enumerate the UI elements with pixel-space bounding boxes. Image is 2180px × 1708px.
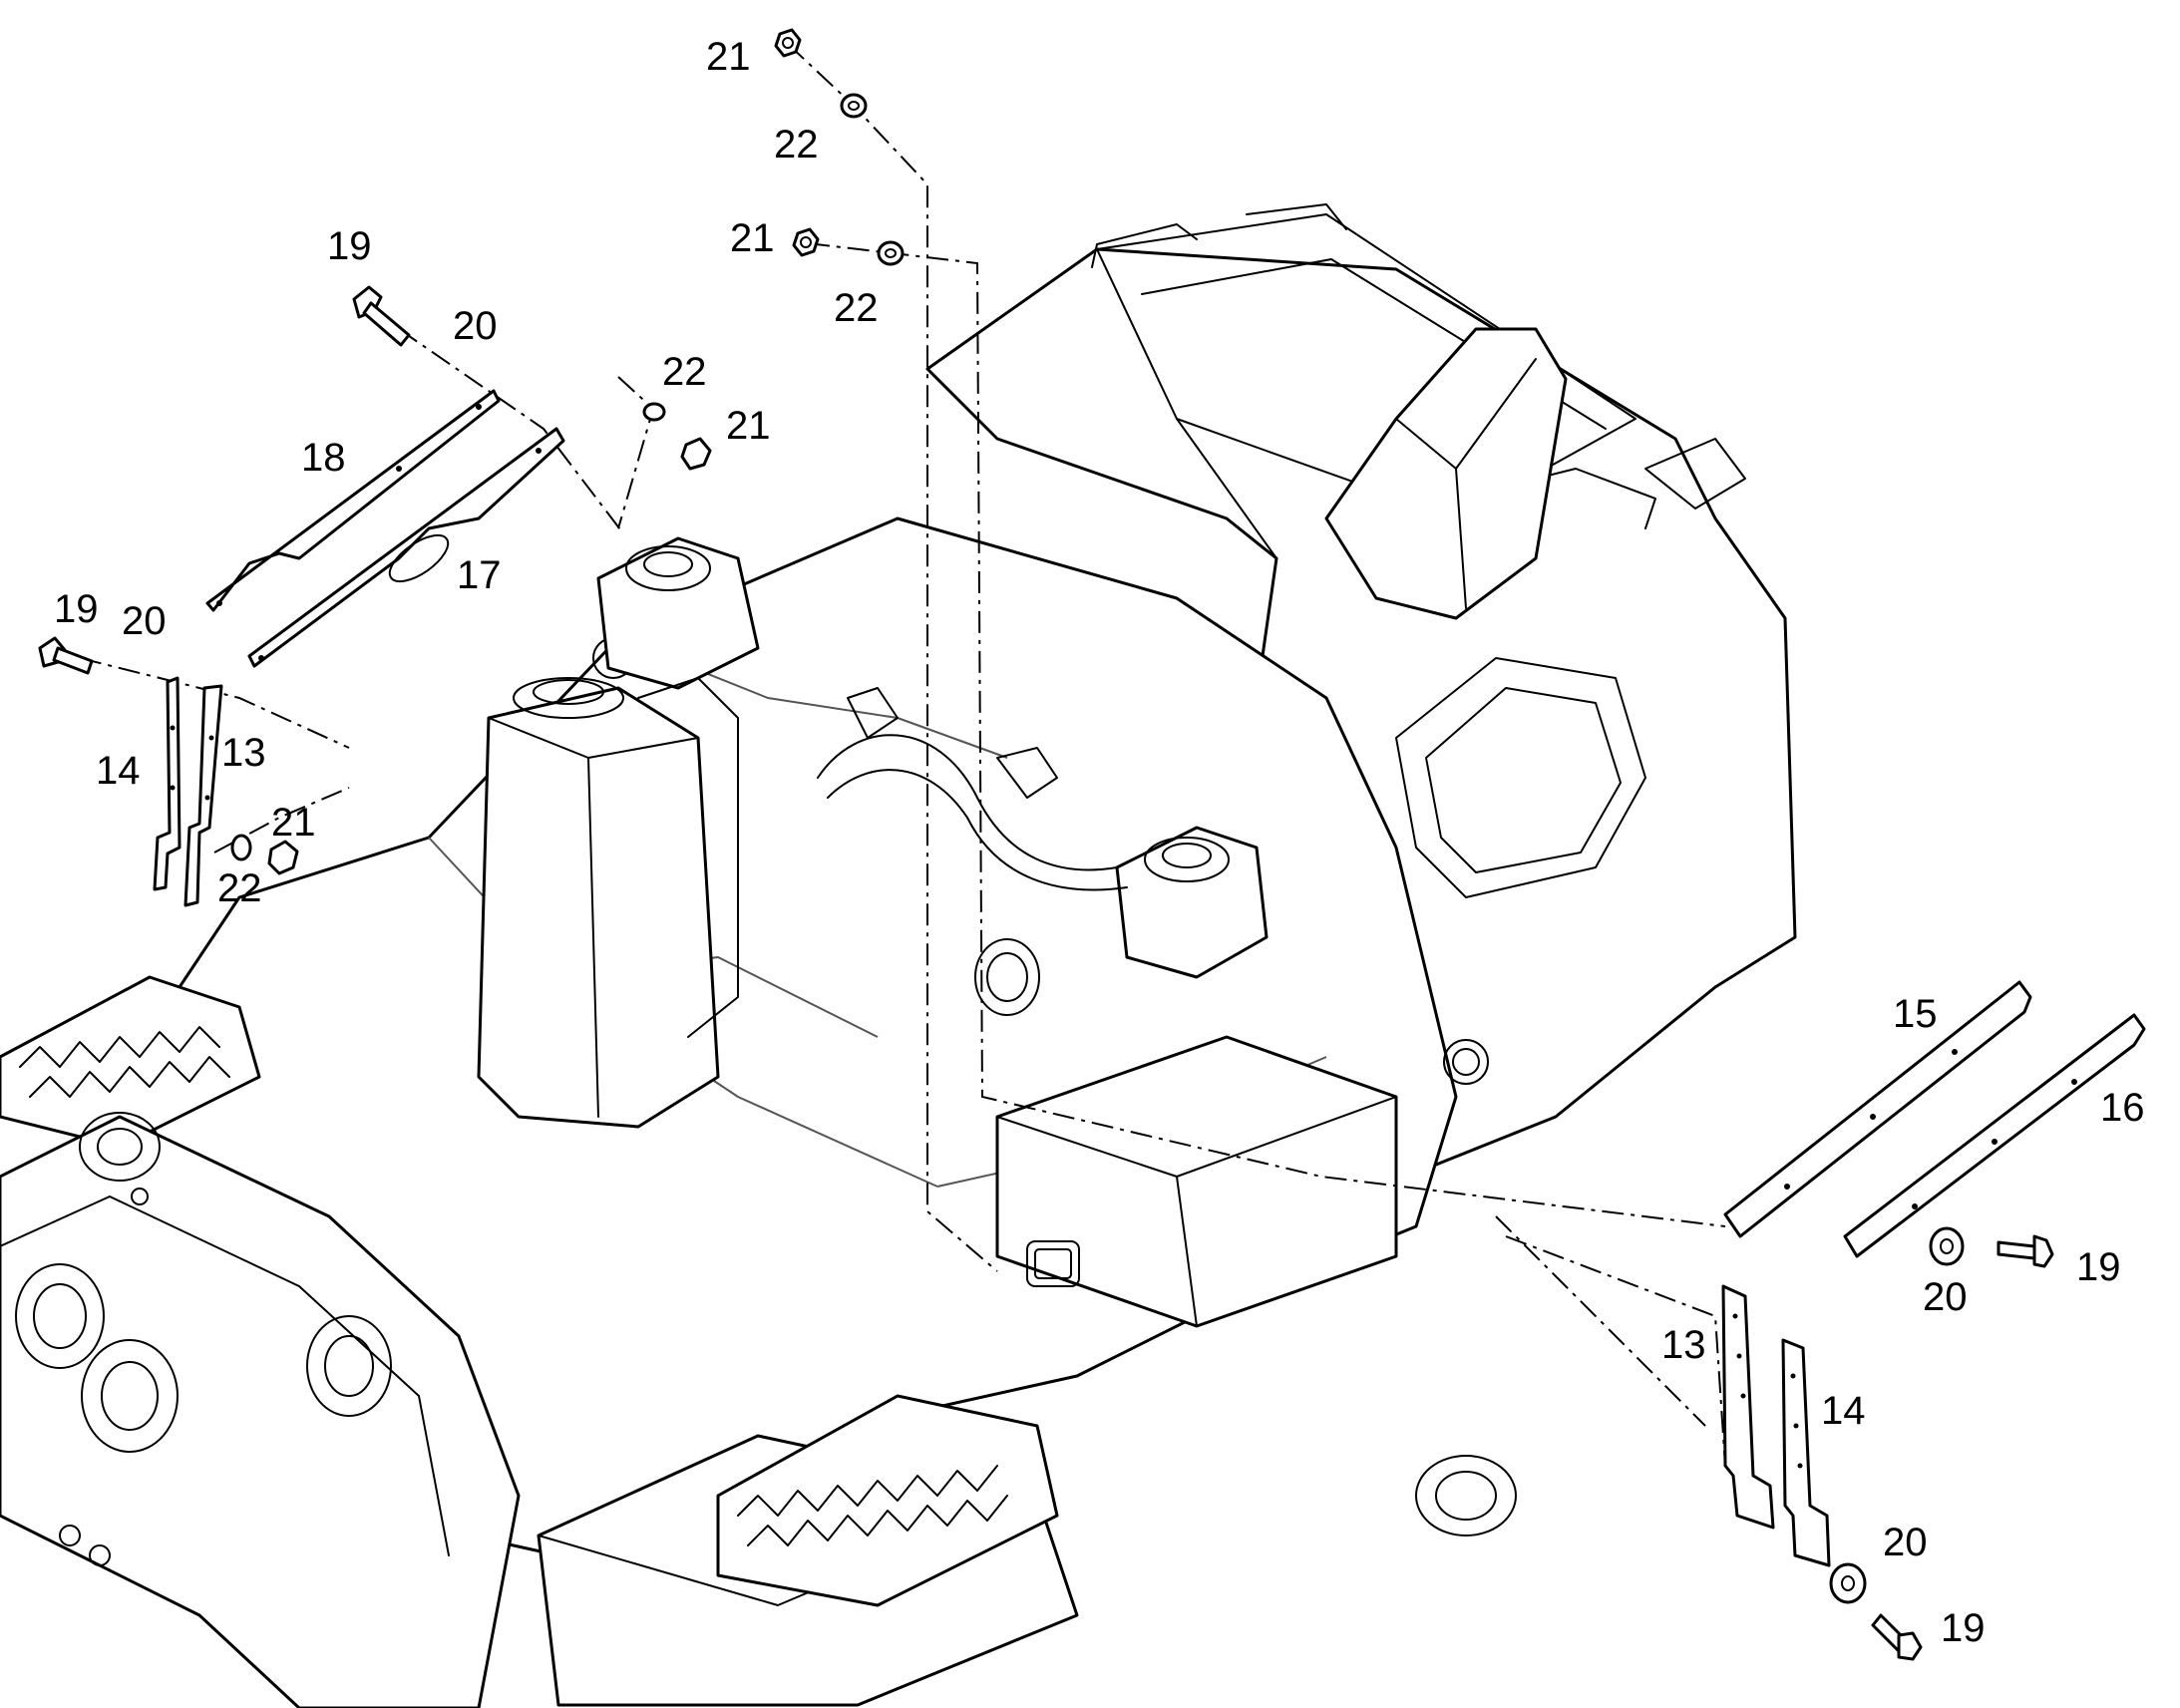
washer-20-lower	[1829, 1562, 1867, 1604]
plate-13-left	[183, 684, 223, 907]
nut-21-second	[792, 227, 820, 257]
valve-block-right	[1115, 826, 1269, 979]
callout-21: 21	[730, 216, 775, 260]
fuel-filler-cap	[1443, 1039, 1489, 1085]
washer-22-left	[230, 834, 252, 861]
callout-22: 22	[834, 286, 879, 330]
callout-16: 16	[2100, 1086, 2145, 1130]
washer-22-second	[877, 240, 905, 266]
plate-14-right	[1781, 1338, 1831, 1567]
callout-22: 22	[774, 123, 819, 167]
callout-14: 14	[1821, 1389, 1866, 1433]
nut-21-bracket	[680, 437, 712, 471]
callouts: 21 22 21 22 19 20 22 21 18 17 19 20 14 1…	[54, 35, 2145, 1650]
callout-22: 22	[662, 350, 707, 394]
valve-block-left	[596, 536, 760, 1038]
callout-20: 20	[453, 304, 498, 348]
nut-21-left	[267, 840, 299, 875]
callout-22: 22	[217, 866, 262, 910]
washer-20-right	[1929, 1226, 1965, 1266]
washer-22-top	[840, 93, 868, 119]
plate-16	[1843, 1013, 2146, 1258]
grille-panel	[1026, 1240, 1080, 1287]
callout-13: 13	[1661, 1323, 1706, 1367]
callout-21: 21	[271, 801, 316, 845]
callout-15: 15	[1893, 992, 1938, 1036]
plate-18	[205, 389, 501, 612]
callout-14: 14	[96, 749, 141, 793]
plate-14-left	[153, 676, 182, 891]
nut-21-top	[774, 28, 802, 58]
plates	[153, 389, 2146, 1567]
callout-20: 20	[1883, 1521, 1928, 1564]
plate-13-right	[1721, 1284, 1775, 1530]
callout-17: 17	[457, 553, 502, 597]
bolt-19-upper	[352, 285, 411, 347]
bolt-19-left	[38, 636, 94, 675]
callout-20: 20	[1923, 1275, 1968, 1319]
bolt-19-right	[1997, 1234, 2054, 1268]
callout-19: 19	[2076, 1245, 2121, 1289]
plate-15	[1723, 980, 2032, 1238]
loader-arm-left	[0, 1112, 521, 1708]
machine-frame	[925, 203, 1797, 1537]
hydraulic-tank	[477, 637, 720, 1129]
hardware	[38, 28, 2054, 1661]
bolt-19-lower	[1871, 1613, 1923, 1661]
washer-22-bracket	[642, 402, 666, 422]
callout-18: 18	[301, 436, 346, 480]
callout-21: 21	[706, 35, 751, 79]
callout-19: 19	[1941, 1606, 1986, 1650]
step-pads	[0, 975, 1059, 1607]
callout-21: 21	[726, 404, 771, 448]
plate-17	[247, 427, 565, 668]
hydraulic-lines	[817, 687, 1128, 1016]
callout-13: 13	[221, 731, 266, 775]
callout-20: 20	[122, 599, 167, 643]
callout-19: 19	[327, 224, 372, 268]
callout-19: 19	[54, 587, 99, 631]
